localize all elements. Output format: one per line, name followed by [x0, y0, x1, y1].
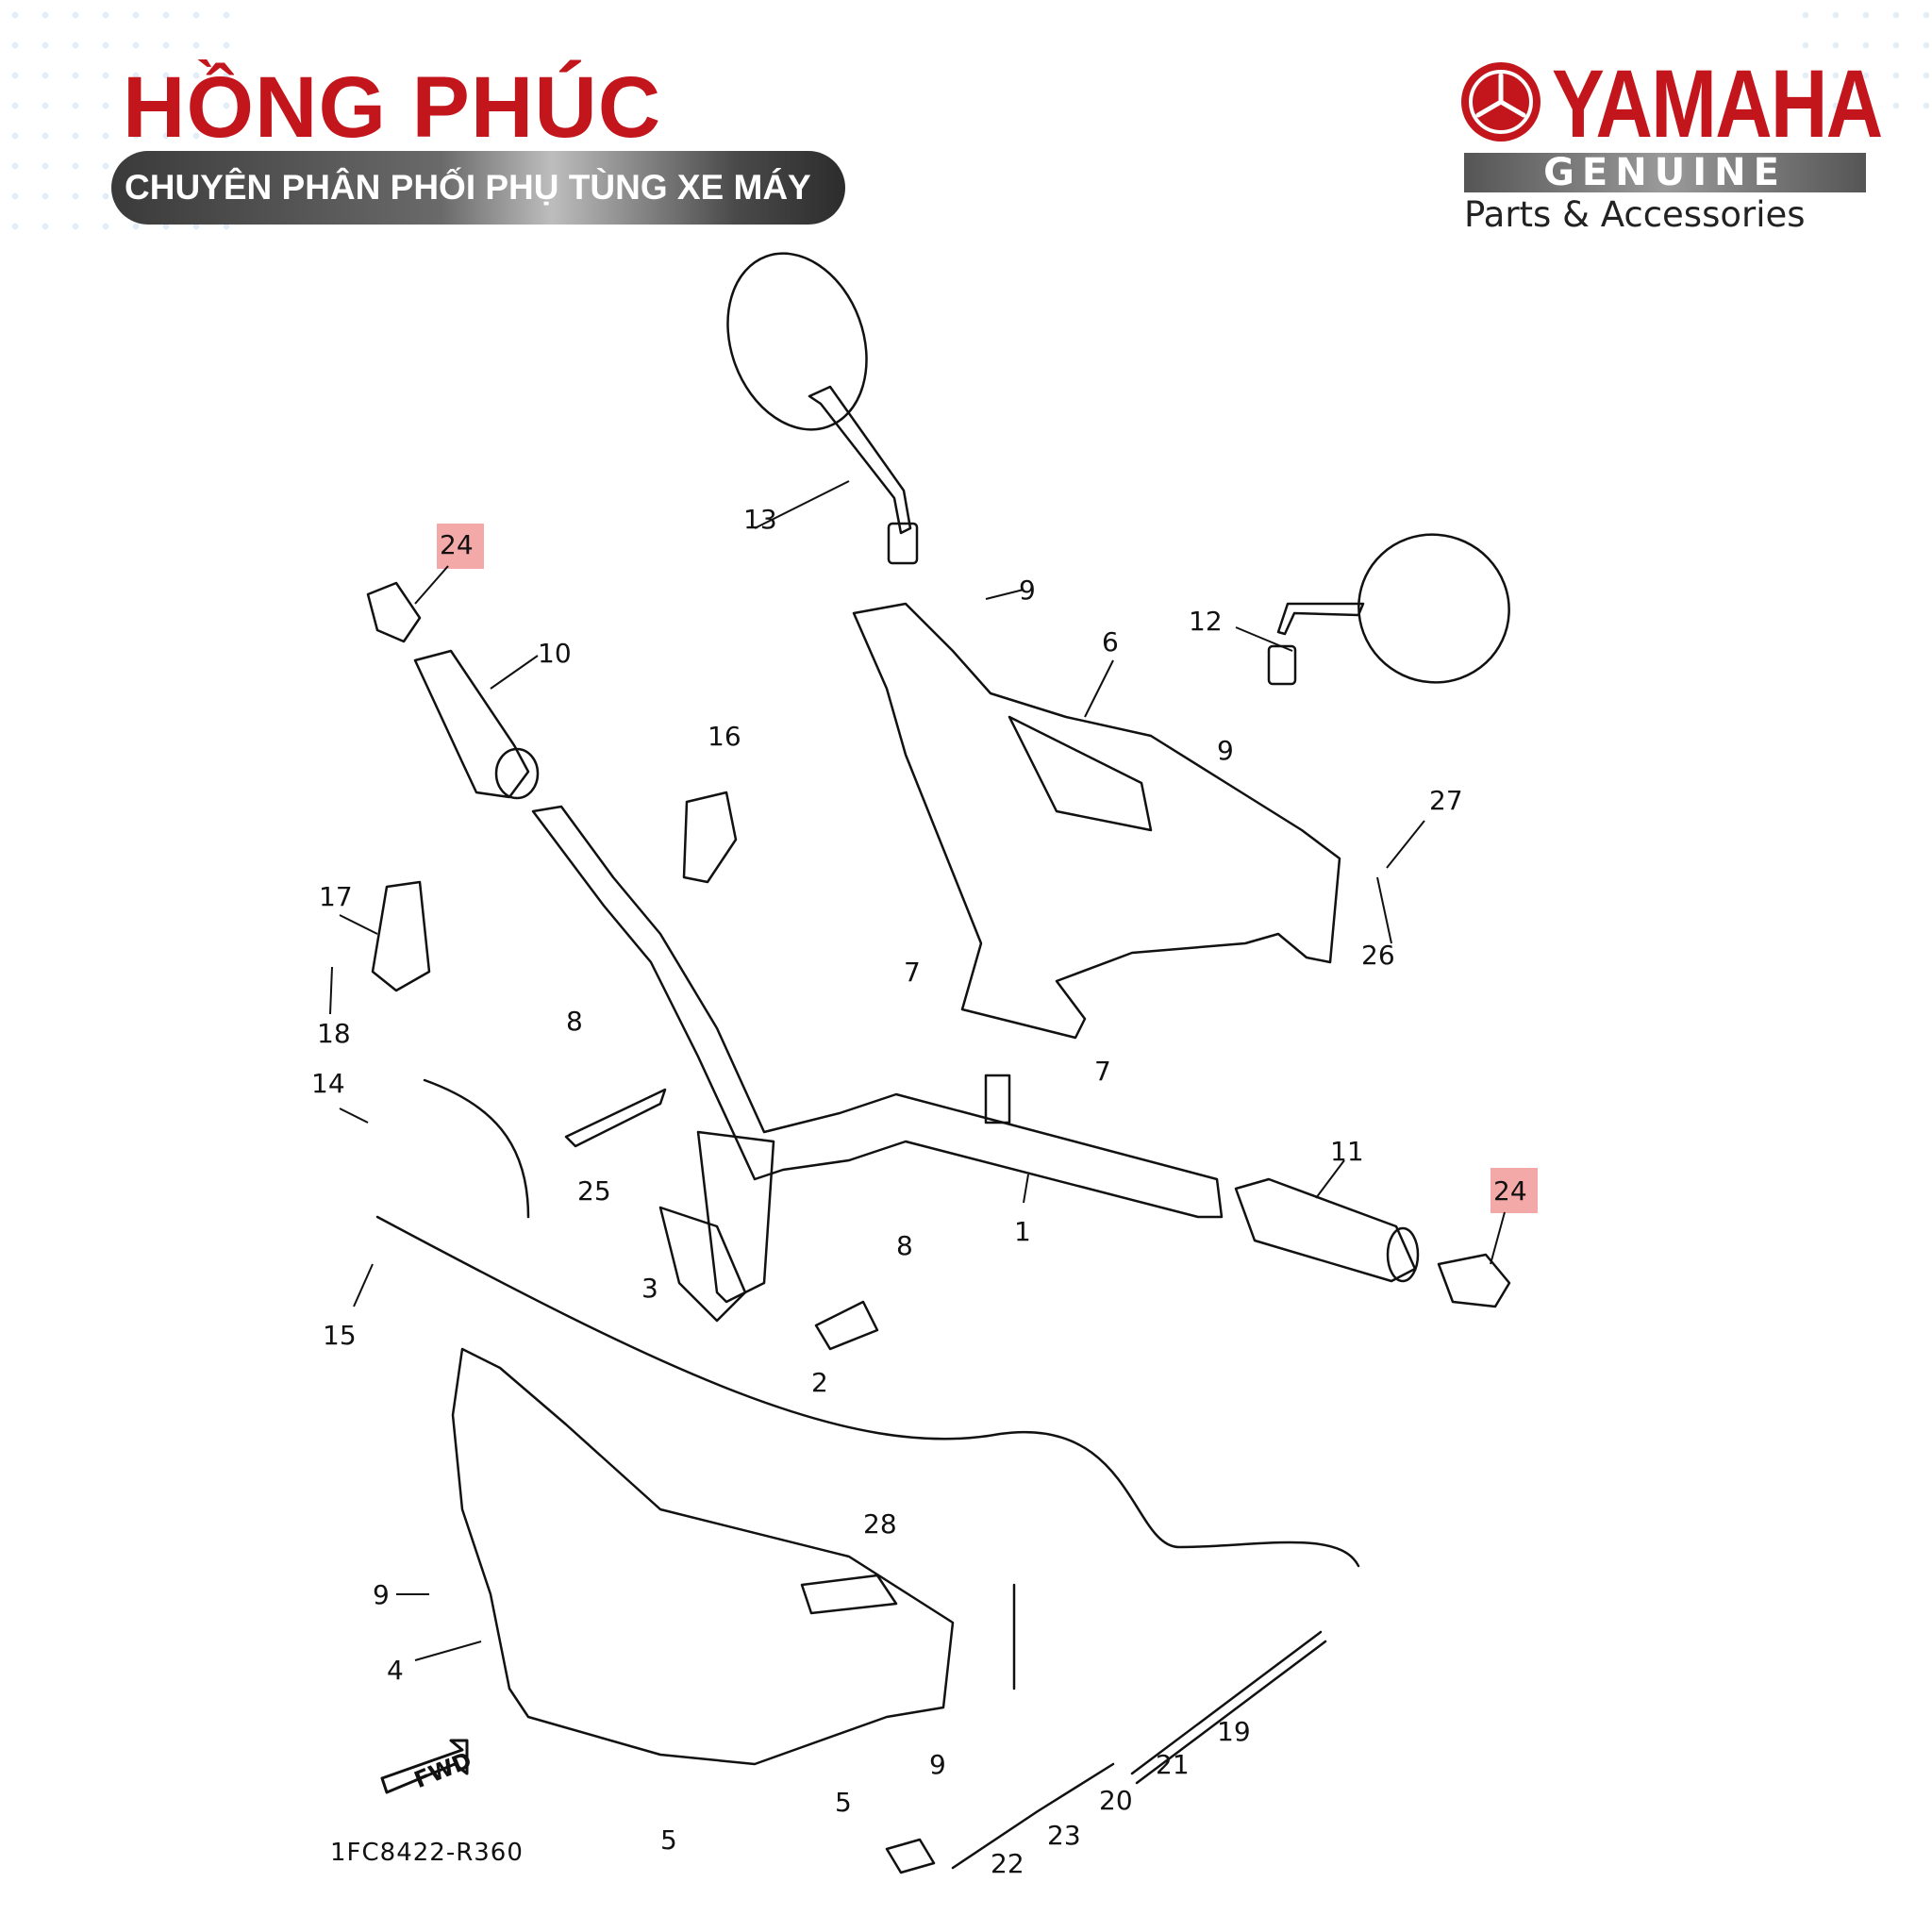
switch-17	[371, 880, 431, 992]
highlight-box-24-right	[1491, 1168, 1538, 1213]
label-10: 10	[538, 638, 572, 669]
label-19: 19	[1217, 1716, 1251, 1747]
label-7b: 7	[1094, 1056, 1111, 1087]
label-13: 13	[743, 504, 777, 535]
fwd-arrow-icon	[380, 1739, 469, 1794]
upper-handle-cover	[852, 602, 1341, 1040]
label-8b: 8	[896, 1230, 913, 1261]
label-9b: 9	[1217, 735, 1234, 766]
label-9c: 9	[373, 1579, 390, 1610]
front-handle-cover	[451, 1347, 955, 1766]
label-28: 28	[863, 1508, 897, 1540]
label-2: 2	[811, 1367, 828, 1398]
holder-3	[658, 1206, 747, 1323]
holder-16	[682, 791, 738, 884]
label-1: 1	[1014, 1216, 1031, 1247]
shop-name: HỒNG PHÚC	[123, 59, 662, 156]
label-17: 17	[319, 881, 353, 912]
grip-right	[1234, 1177, 1420, 1283]
shop-tagline: CHUYÊN PHÂN PHỐI PHỤ TÙNG XE MÁY	[125, 168, 811, 207]
label-5b: 5	[835, 1787, 852, 1818]
label-8a: 8	[566, 1006, 583, 1037]
label-22: 22	[991, 1848, 1024, 1879]
fwd-label: FWD	[410, 1747, 475, 1793]
yamaha-logo-wordmark: YAMAHA	[1552, 50, 1883, 158]
label-3: 3	[641, 1273, 658, 1304]
label-21: 21	[1156, 1749, 1190, 1780]
label-24-left: 24	[440, 529, 474, 560]
grip-left	[413, 649, 540, 800]
label-5a: 5	[660, 1824, 677, 1856]
tuning-fork-emblem-icon	[1461, 62, 1541, 142]
label-16: 16	[708, 721, 741, 752]
label-7a: 7	[904, 957, 921, 988]
label-20: 20	[1099, 1785, 1133, 1816]
label-4: 4	[387, 1655, 404, 1686]
label-11: 11	[1330, 1136, 1364, 1167]
genuine-text: GENUINE	[1543, 151, 1787, 194]
bar-end-weight-right	[1437, 1253, 1511, 1308]
brake-cable	[375, 1215, 1360, 1568]
label-23: 23	[1047, 1820, 1081, 1851]
mirror-right	[1267, 533, 1510, 686]
throttle-cable-assembly	[885, 1630, 1327, 1874]
tagline-banner	[111, 151, 845, 225]
parts-accessories-text: Parts & Accessories	[1464, 194, 1806, 235]
cable-upper	[423, 1078, 530, 1219]
label-26: 26	[1361, 940, 1395, 971]
label-14: 14	[311, 1068, 345, 1099]
bolt-2	[814, 1300, 879, 1351]
label-12: 12	[1189, 606, 1223, 637]
label-25: 25	[577, 1175, 611, 1207]
mirror-left	[726, 252, 919, 565]
handlebar	[531, 805, 1224, 1304]
label-24-right: 24	[1493, 1175, 1527, 1207]
label-18: 18	[317, 1018, 351, 1049]
diagram-reference-code: 1FC8422-R360	[330, 1839, 524, 1867]
decorative-dot-pattern-right	[1790, 0, 1932, 132]
cable-tie	[564, 1088, 667, 1148]
label-9d: 9	[929, 1749, 946, 1780]
genuine-banner	[1464, 153, 1866, 192]
label-9a: 9	[1019, 575, 1036, 606]
label-15: 15	[323, 1320, 357, 1351]
label-6: 6	[1102, 626, 1119, 658]
highlight-box-24-left	[437, 524, 484, 569]
label-27: 27	[1429, 785, 1463, 816]
bar-end-weight-left	[366, 581, 422, 643]
